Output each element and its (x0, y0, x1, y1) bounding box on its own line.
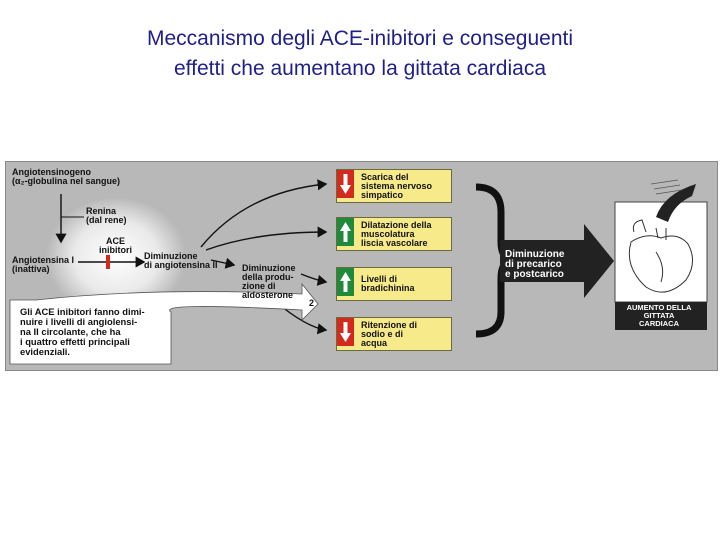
slide-title-line-1: Meccanismo degli ACE-inibitori e consegu… (146, 27, 574, 50)
arrow-to-effect-2 (205, 226, 328, 251)
effect-text-sodium-retention: Ritenzione di sodio e di acqua (361, 320, 417, 348)
angiotensinogen-label: Angiotensinogeno (α₂-globulina nel sangu… (12, 167, 121, 186)
effect-box-vasodilation: Dilatazione della muscolatura liscia vas… (336, 217, 452, 251)
effect-text-sympathetic: Scarica del sistema nervoso simpatico (361, 172, 433, 200)
step-number: 2 (309, 298, 315, 308)
heart-caption: AUMENTO DELLA GITTATA CARDIACA (626, 303, 692, 328)
ace-inhibitors-label: ACE inibitori (99, 236, 132, 255)
decrease-arrow-icon (337, 170, 354, 198)
slide-title: Meccanismo degli ACE-inibitori e consegu… (60, 24, 660, 84)
callout-text: Gli ACE inibitori fanno dimi- nuire i li… (20, 306, 145, 357)
arrow-to-effect-1 (200, 179, 328, 248)
diagram-graphics (9, 179, 708, 365)
callout-arrow (9, 282, 319, 365)
result-arrow (500, 224, 614, 298)
angiotensin2-label: Diminuzione di angiotensina II (144, 251, 218, 270)
heart-icon (628, 219, 693, 293)
effect-text-vasodilation: Dilatazione della muscolatura liscia vas… (361, 220, 432, 248)
heart-caption-bar (615, 302, 707, 330)
effect-box-bradykinin: Livelli di bradichinina (336, 267, 452, 301)
result-text: Diminuzione di precarico e postcarico (505, 249, 565, 280)
effect-box-sodium-retention: Ritenzione di sodio e di acqua (336, 317, 452, 351)
increase-arrow-icon (337, 268, 354, 296)
slide-title-line-2: effetti che aumentano la gittata cardiac… (173, 57, 547, 80)
arrow-to-aldosterone (210, 257, 236, 269)
aldosterone-label: Diminuzione della produ- zione di aldost… (242, 263, 296, 300)
ace-inhibitor-diagram: Angiotensinogeno (α₂-globulina nel sangu… (5, 161, 718, 371)
ace-block-bar (106, 255, 110, 269)
renin-label: Renina (dal rene) (86, 206, 127, 225)
effect-box-sympathetic: Scarica del sistema nervoso simpatico (336, 169, 452, 203)
increase-arrow-icon (337, 218, 354, 246)
effect-text-bradykinin: Livelli di bradichinina (361, 274, 415, 293)
heart-motion-lines (650, 179, 683, 195)
angiotensin1-label: Angiotensina I (inattiva) (12, 255, 75, 274)
decrease-arrow-icon (337, 318, 354, 346)
ace-glow (46, 197, 186, 317)
heart-output-arrow (656, 184, 696, 222)
arrow-to-effect-3 (300, 273, 328, 286)
